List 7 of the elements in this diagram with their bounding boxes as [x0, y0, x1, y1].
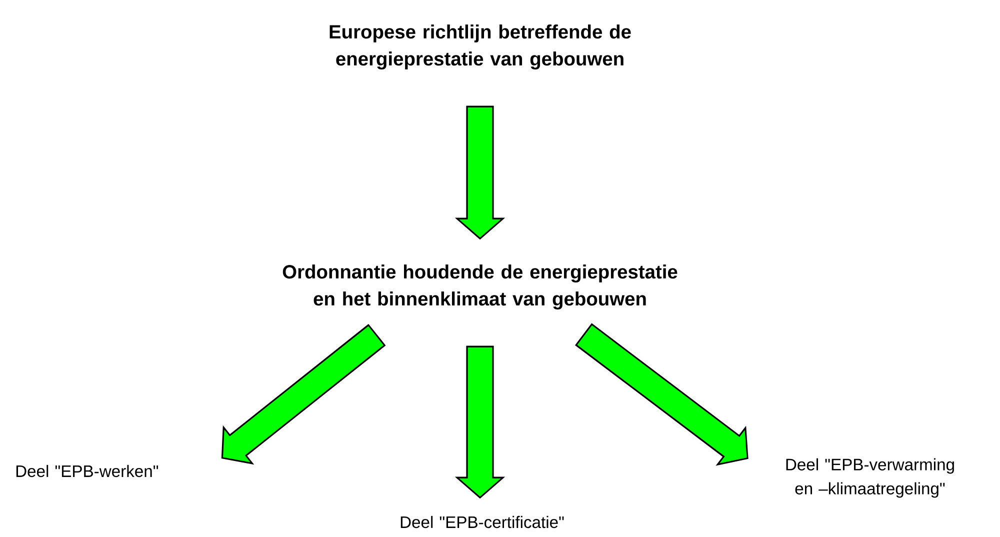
block-arrow [454, 106, 506, 240]
part-label: Deel "EPB-certificatie" [400, 516, 564, 528]
part-label: Deel "EPB-werken" [16, 464, 158, 478]
block-arrow [454, 346, 506, 499]
heading-text: Europese richtlijn betreffende de energieprestatie van gebouwen [330, 24, 631, 70]
heading-text: Ordonnantie houdende de energieprestatie en het binnenklimaat van gebouwen [282, 264, 678, 310]
part-label: Deel "EPB-verwarming en –klimaatregeling" [786, 458, 954, 498]
